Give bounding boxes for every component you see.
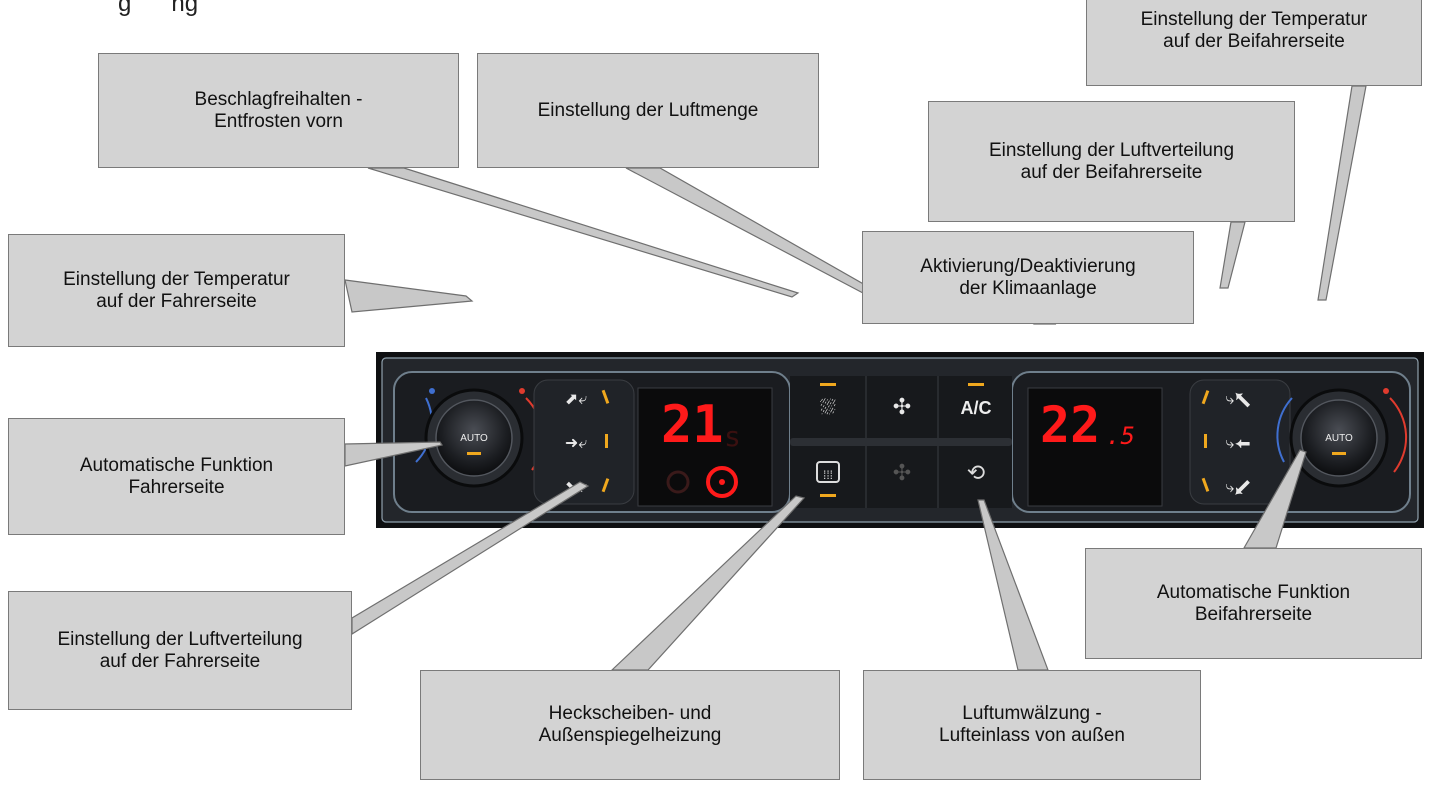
callout-line: Luftumwälzung - <box>962 703 1102 724</box>
svg-text:⤷⬅: ⤷⬅ <box>1226 435 1251 452</box>
callout-line: Einstellung der Temperatur <box>1140 9 1368 30</box>
callout-line: auf der Beifahrerseite <box>1163 31 1345 52</box>
svg-text:✣: ✣ <box>893 460 911 485</box>
callout-recirculation: Luftumwälzung -Lufteinlass von außen <box>863 670 1201 780</box>
callout-line: auf der Beifahrerseite <box>1020 161 1203 183</box>
svg-text:➜⤶: ➜⤶ <box>565 435 587 452</box>
callout-line: Aktivierung/Deaktivierung <box>920 255 1136 277</box>
cropped-header: g ng <box>0 0 1429 26</box>
svg-text:⁞⁞⁞: ⁞⁞⁞ <box>823 468 833 482</box>
air-distribution-buttons-passenger[interactable]: ⤷⬉ ⤷⬅ ⤷⬋ <box>1189 379 1291 505</box>
display-value-passenger: 22 <box>1040 396 1100 454</box>
callout-line: Einstellung der Luftverteilung <box>988 139 1235 161</box>
callout-line: Heckscheiben- und <box>548 703 712 724</box>
fan-speed-button[interactable]: ✣ <box>893 394 911 419</box>
callout-line: Außenspiegelheizung <box>538 725 722 746</box>
svg-text:✣: ✣ <box>893 394 911 419</box>
callout-line: der Klimaanlage <box>959 277 1097 299</box>
callout-line: Automatische Funktion <box>1156 581 1351 603</box>
display-value-driver: 21 <box>661 395 724 455</box>
defrost-front-button[interactable]: ⛆ <box>820 383 836 419</box>
leader-air-dist-passenger <box>1219 221 1246 289</box>
leader-air-dist-driver <box>351 481 590 636</box>
leader-defrost-front <box>367 167 800 298</box>
fan-off-button[interactable]: ✣ <box>893 460 911 485</box>
callout-line: Fahrerseite <box>128 476 225 498</box>
ac-button[interactable]: A/C <box>961 383 992 418</box>
callout-line: Einstellung der Luftverteilung <box>57 628 303 650</box>
temperature-display-passenger: 22 .5 <box>1027 387 1163 507</box>
auto-label-passenger: AUTO <box>1325 433 1353 444</box>
auto-label-driver: AUTO <box>460 433 488 444</box>
callout-defrost-front: Beschlagfreihalten -Entfrosten vorn <box>98 53 459 168</box>
recirculation-button[interactable]: ⟲ <box>967 460 985 485</box>
callout-line: Einstellung der Temperatur <box>63 268 290 290</box>
leader-auto-passenger <box>1242 449 1307 549</box>
display-decimal-passenger: .5 <box>1106 422 1135 450</box>
svg-text:⤷⬉: ⤷⬉ <box>1226 391 1251 408</box>
rear-heating-button[interactable]: ⁞⁞⁞ <box>816 461 840 497</box>
callout-air-volume: Einstellung der Luftmenge <box>477 53 819 168</box>
leader-recirculation <box>977 499 1049 671</box>
leader-rear-heating <box>610 495 806 671</box>
display-decimal-driver: s <box>724 420 741 453</box>
auto-knob-driver[interactable]: AUTO <box>415 388 544 488</box>
callout-line: Automatische Funktion <box>79 454 274 476</box>
leader-temp-passenger <box>1317 85 1367 301</box>
callout-line: Beifahrerseite <box>1194 603 1313 625</box>
auto-knob-passenger[interactable]: AUTO <box>1276 388 1408 488</box>
svg-text:⛆: ⛆ <box>820 397 836 419</box>
ac-label: A/C <box>961 398 992 418</box>
svg-text:⬈⤶: ⬈⤶ <box>565 391 587 408</box>
callout-line: auf der Fahrerseite <box>99 650 261 672</box>
callout-line: Entfrosten vorn <box>214 110 343 132</box>
temperature-display-driver: 21 s <box>637 387 773 507</box>
svg-text:⤷⬋: ⤷⬋ <box>1226 479 1251 496</box>
callout-line: Beschlagfreihalten - <box>194 88 363 110</box>
climate-control-panel: AUTO ⬈⤶ ➜⤶ ⬊⤶ 21 s ⛆ ✣ A/C ⁞⁞⁞ ✣ <box>376 352 1424 528</box>
callout-line: Lufteinlass von außen <box>939 725 1125 746</box>
leader-auto-driver <box>344 441 443 467</box>
svg-text:⟲: ⟲ <box>967 460 985 485</box>
leader-temp-driver <box>344 279 474 313</box>
callout-line: Einstellung der Luftmenge <box>537 99 759 121</box>
cropped-header-text: g ng <box>118 0 199 17</box>
callout-line: auf der Fahrerseite <box>96 290 257 312</box>
